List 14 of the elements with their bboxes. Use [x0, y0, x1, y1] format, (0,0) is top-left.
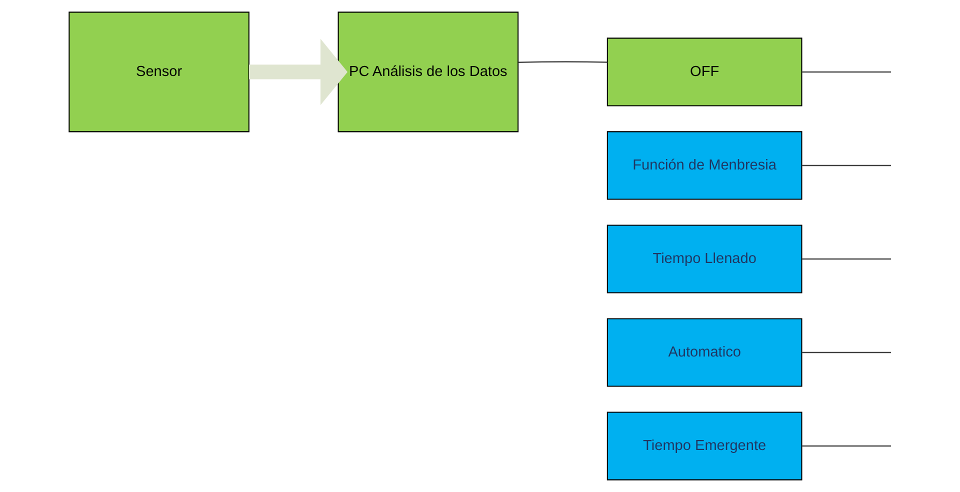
node-box: Tiempo Llenado — [606, 224, 802, 294]
node-box: OFF — [606, 38, 802, 106]
node-box: Sensor — [68, 12, 249, 132]
connector — [801, 258, 890, 260]
node-box: Función de Menbresia — [606, 131, 802, 200]
node-box: PC Análisis de los Datos — [337, 12, 518, 132]
connector — [801, 71, 890, 73]
connector — [801, 164, 890, 166]
connector — [801, 445, 890, 447]
node-box: Automatico — [606, 318, 802, 387]
connector — [801, 352, 890, 354]
connector — [518, 61, 607, 64]
node-box: Tiempo Emergente — [606, 412, 802, 480]
arrow — [248, 38, 348, 106]
